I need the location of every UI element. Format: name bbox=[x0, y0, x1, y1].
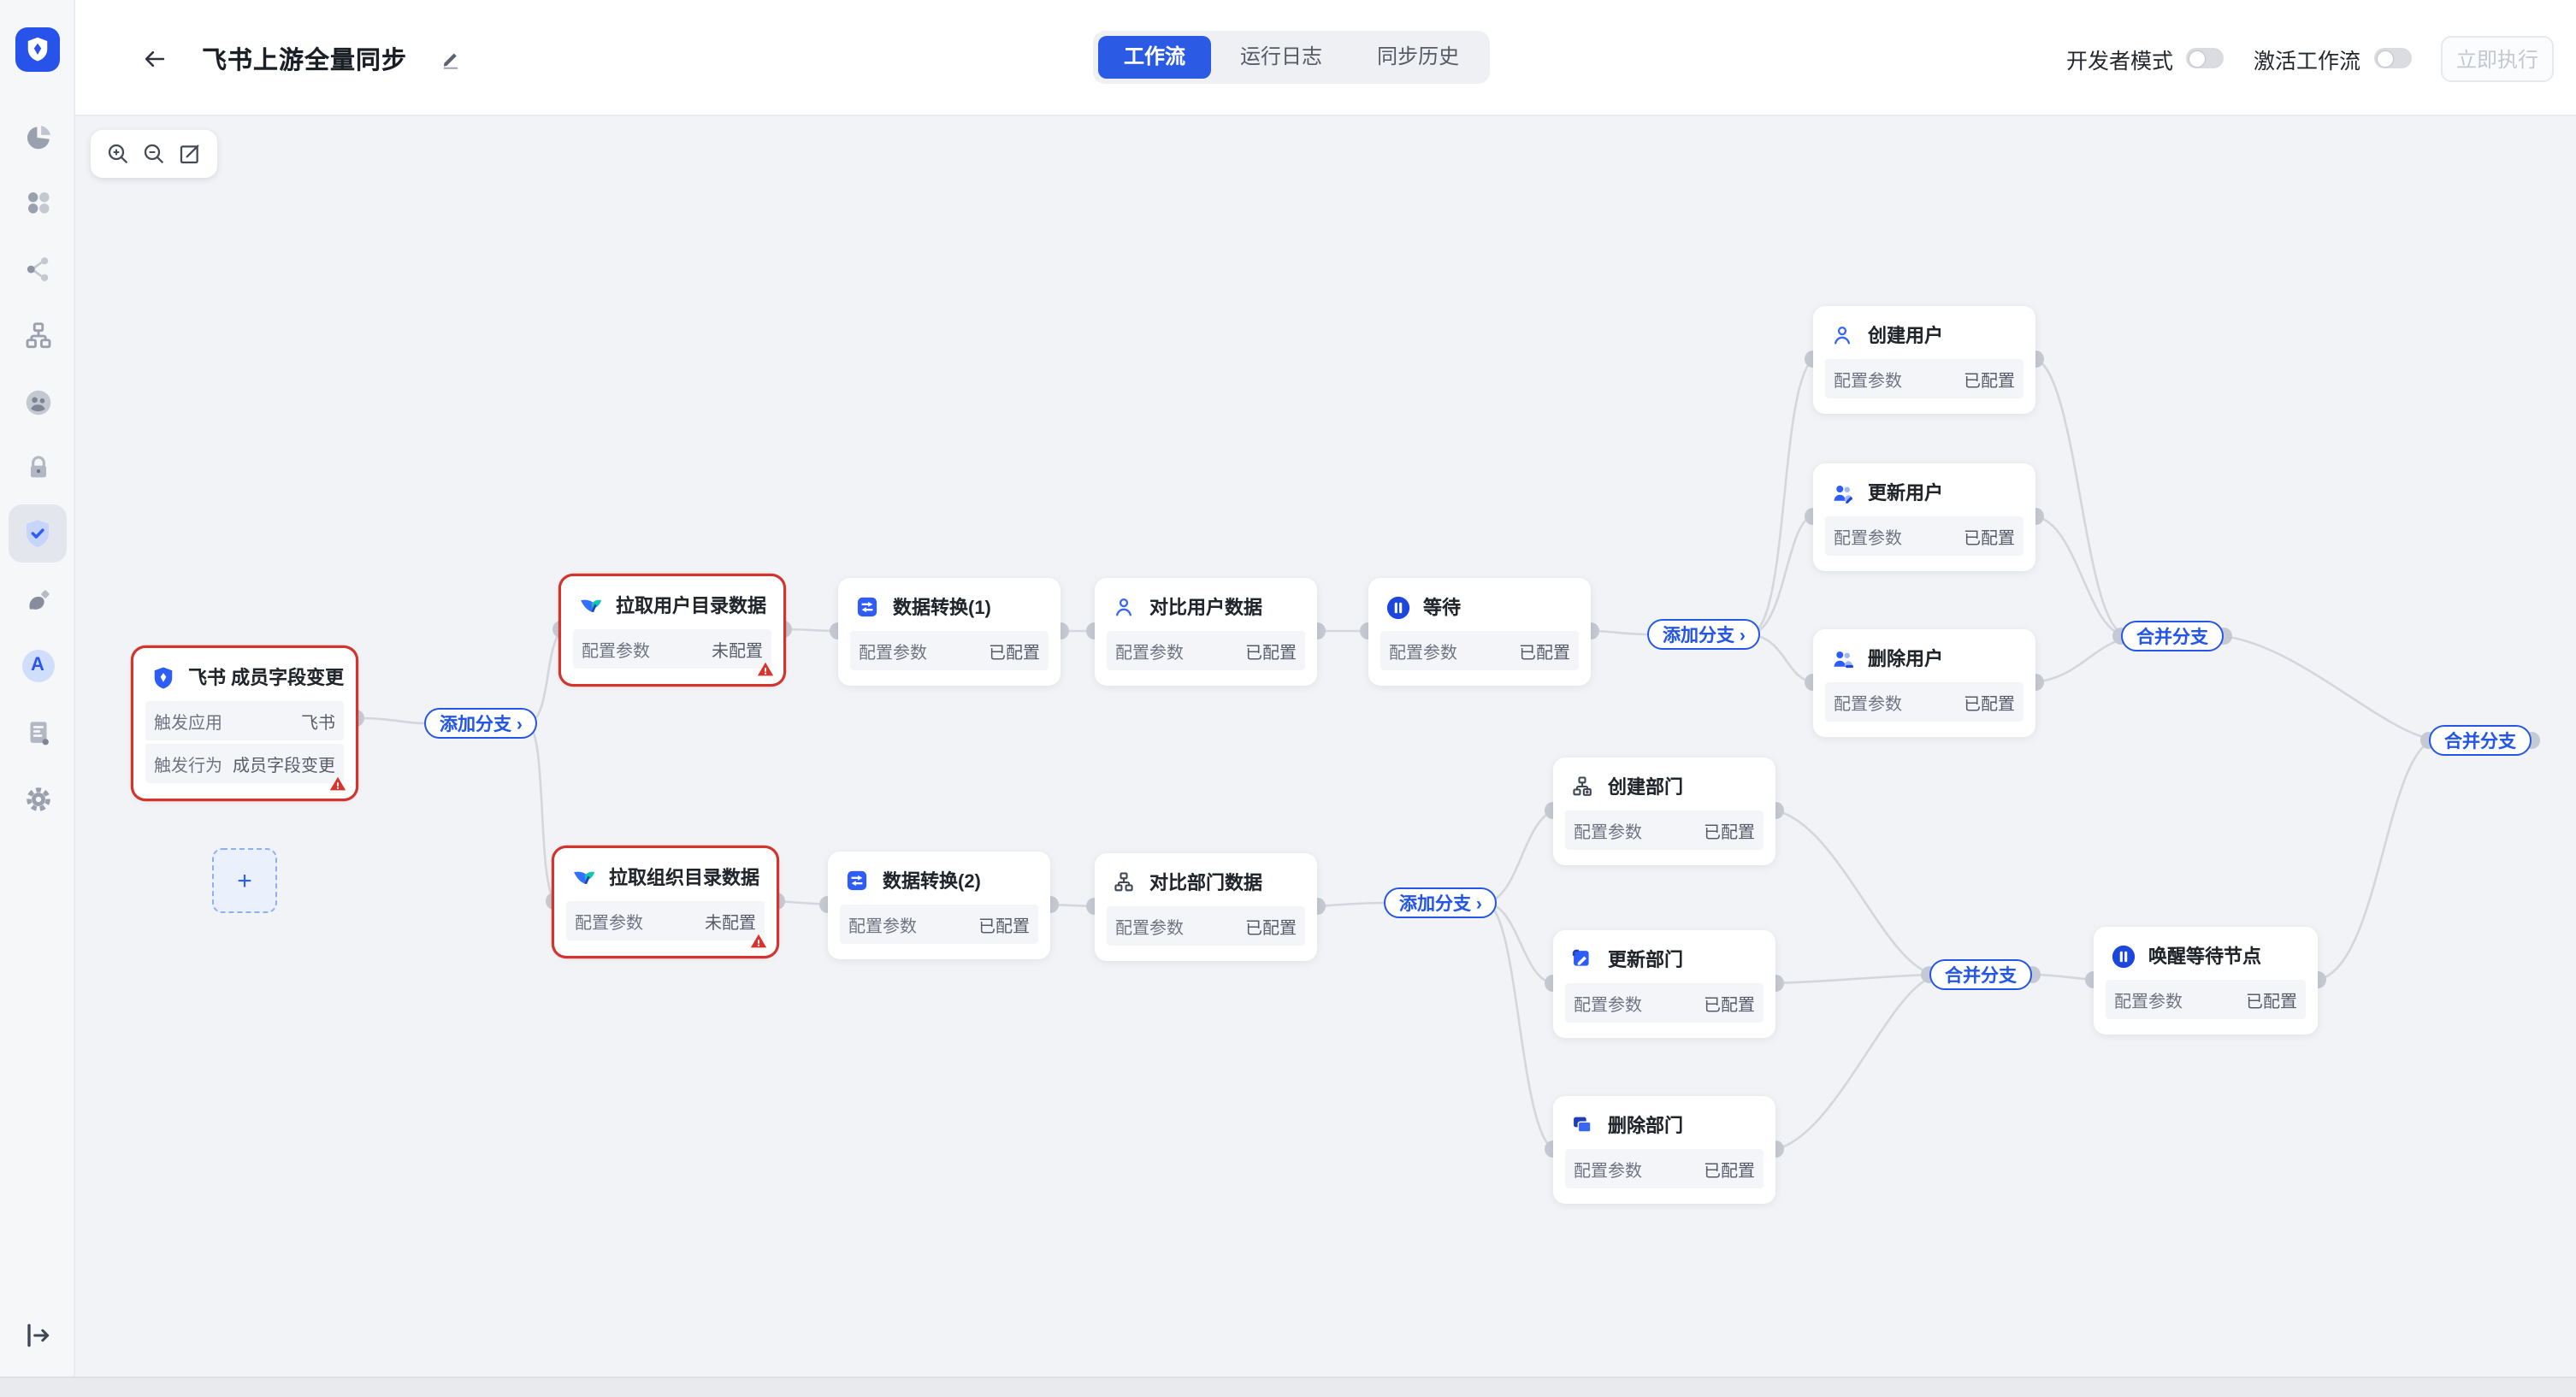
feishu-icon bbox=[578, 592, 604, 618]
developer-mode-label: 开发者模式 bbox=[2065, 49, 2173, 73]
zoom-in-button[interactable] bbox=[103, 140, 131, 168]
brush-icon bbox=[21, 584, 54, 616]
warning-icon bbox=[749, 932, 768, 951]
node-compare-dept-data[interactable]: 对比部门数据 配置参数已配置 bbox=[1095, 853, 1317, 961]
warning-icon bbox=[328, 775, 347, 793]
header: 飞书上游全量同步 工作流 运行日志 同步历史 开发者模式 激活工作流 立即执行 bbox=[75, 0, 2576, 116]
tab-sync-history[interactable]: 同步历史 bbox=[1377, 44, 1460, 68]
sidebar-item-workflows-active[interactable] bbox=[21, 516, 55, 551]
pie-chart-icon bbox=[21, 121, 54, 153]
add-branch-pill[interactable]: 添加分支 › bbox=[424, 708, 538, 739]
sidebar-item-security[interactable] bbox=[21, 450, 55, 484]
shield-check-icon bbox=[21, 516, 55, 551]
zoom-out-button[interactable] bbox=[140, 140, 168, 168]
toggle-knob bbox=[2189, 50, 2205, 66]
shield-logo-icon bbox=[22, 34, 53, 65]
sidebar-item-dashboard[interactable] bbox=[21, 120, 55, 154]
collapse-icon bbox=[21, 1318, 55, 1353]
pencil-icon bbox=[440, 47, 462, 69]
feishu-icon bbox=[571, 864, 597, 890]
sidebar-item-apps[interactable] bbox=[21, 185, 55, 219]
tab-run-logs[interactable]: 运行日志 bbox=[1240, 44, 1323, 68]
org-tree-icon bbox=[21, 319, 54, 351]
sidebar-item-logs[interactable] bbox=[21, 715, 55, 749]
toggle-knob bbox=[2377, 50, 2392, 66]
activate-workflow-label: 激活工作流 bbox=[2253, 49, 2360, 73]
shield-trigger-icon bbox=[151, 664, 176, 690]
add-branch-pill[interactable]: 添加分支 › bbox=[1384, 887, 1498, 918]
edit-canvas-icon bbox=[177, 140, 204, 168]
transform-icon bbox=[845, 868, 871, 893]
org-tree-icon bbox=[1112, 869, 1137, 895]
zoom-out-icon bbox=[140, 140, 168, 168]
node-update-dept[interactable]: 更新部门 配置参数已配置 bbox=[1553, 930, 1775, 1038]
connector-dots[interactable] bbox=[347, 351, 2540, 1158]
org-tree-plus-icon bbox=[1570, 774, 1596, 799]
bottom-scroll-strip[interactable] bbox=[0, 1376, 2576, 1397]
node-update-user[interactable]: 更新用户 配置参数已配置 bbox=[1813, 463, 2035, 571]
node-wait[interactable]: 等待 配置参数已配置 bbox=[1368, 578, 1591, 686]
zoom-in-icon bbox=[103, 140, 131, 168]
view-tabs: 工作流 运行日志 同步历史 bbox=[1093, 31, 1491, 84]
person-icon bbox=[1112, 594, 1137, 620]
sidebar: A bbox=[0, 0, 75, 1376]
sidebar-item-connections[interactable] bbox=[21, 251, 55, 286]
transform-icon bbox=[855, 594, 881, 620]
users-delete-icon bbox=[1830, 645, 1856, 671]
node-trigger-feishu-member-change[interactable]: 飞书 成员字段变更 触发应用飞书 触发行为成员字段变更 bbox=[133, 648, 356, 799]
add-branch-pill[interactable]: 添加分支 › bbox=[1647, 619, 1761, 650]
run-now-button[interactable]: 立即执行 bbox=[2441, 35, 2554, 81]
log-file-icon bbox=[21, 716, 54, 748]
merge-branch-pill[interactable]: 合并分支 bbox=[1929, 959, 2032, 990]
sidebar-item-users[interactable] bbox=[21, 385, 55, 419]
pause-icon bbox=[1385, 594, 1411, 620]
person-icon bbox=[1830, 322, 1856, 348]
back-button[interactable] bbox=[140, 44, 169, 73]
sidebar-item-directory-a[interactable]: A bbox=[21, 648, 55, 682]
users-edit-icon bbox=[1830, 480, 1856, 505]
gear-icon bbox=[21, 782, 54, 815]
add-node-placeholder[interactable]: + bbox=[212, 848, 277, 913]
developer-mode-toggle[interactable] bbox=[2186, 48, 2224, 68]
sidebar-item-design[interactable] bbox=[21, 583, 55, 617]
node-pull-org-directory[interactable]: 拉取组织目录数据 配置参数未配置 bbox=[554, 848, 777, 956]
node-data-transform-2[interactable]: 数据转换(2) 配置参数已配置 bbox=[828, 852, 1050, 959]
app-logo[interactable] bbox=[15, 27, 60, 72]
merge-branch-pill[interactable]: 合并分支 bbox=[2429, 725, 2532, 756]
share-icon bbox=[21, 252, 54, 285]
node-wake-waiting[interactable]: 唤醒等待节点 配置参数已配置 bbox=[2094, 927, 2318, 1034]
apps-grid-icon bbox=[21, 186, 54, 218]
user-group-icon bbox=[21, 386, 54, 418]
pause-icon bbox=[2111, 943, 2136, 969]
node-compare-user-data[interactable]: 对比用户数据 配置参数已配置 bbox=[1095, 578, 1317, 686]
sidebar-item-settings[interactable] bbox=[21, 781, 55, 816]
node-delete-user[interactable]: 删除用户 配置参数已配置 bbox=[1813, 629, 2035, 737]
activate-workflow-toggle[interactable] bbox=[2374, 48, 2412, 68]
node-create-user[interactable]: 创建用户 配置参数已配置 bbox=[1813, 306, 2035, 414]
canvas-toolbar bbox=[91, 130, 217, 178]
chat-squares-icon bbox=[1570, 1112, 1596, 1138]
lock-icon bbox=[21, 451, 54, 483]
edit-title-button[interactable] bbox=[440, 47, 462, 69]
warning-icon bbox=[756, 660, 775, 679]
node-delete-dept[interactable]: 删除部门 配置参数已配置 bbox=[1553, 1096, 1775, 1204]
edit-canvas-button[interactable] bbox=[177, 140, 204, 168]
node-pull-user-directory[interactable]: 拉取用户目录数据 配置参数未配置 bbox=[561, 576, 783, 684]
sidebar-expand-button[interactable] bbox=[21, 1318, 55, 1353]
node-data-transform-1[interactable]: 数据转换(1) 配置参数已配置 bbox=[838, 578, 1061, 686]
page-title: 飞书上游全量同步 bbox=[202, 47, 407, 74]
back-arrow-icon bbox=[140, 44, 169, 73]
merge-branch-pill[interactable]: 合并分支 bbox=[2121, 621, 2224, 651]
sidebar-item-organization[interactable] bbox=[21, 318, 55, 352]
workflow-canvas[interactable]: 飞书 成员字段变更 触发应用飞书 触发行为成员字段变更 拉取用户目录数据 配置参… bbox=[75, 116, 2576, 1376]
tab-workflow[interactable]: 工作流 bbox=[1098, 36, 1212, 79]
node-create-dept[interactable]: 创建部门 配置参数已配置 bbox=[1553, 757, 1775, 865]
letter-a-icon: A bbox=[21, 649, 54, 681]
edges-layer bbox=[347, 351, 2540, 1158]
doc-edit-icon bbox=[1570, 946, 1596, 972]
